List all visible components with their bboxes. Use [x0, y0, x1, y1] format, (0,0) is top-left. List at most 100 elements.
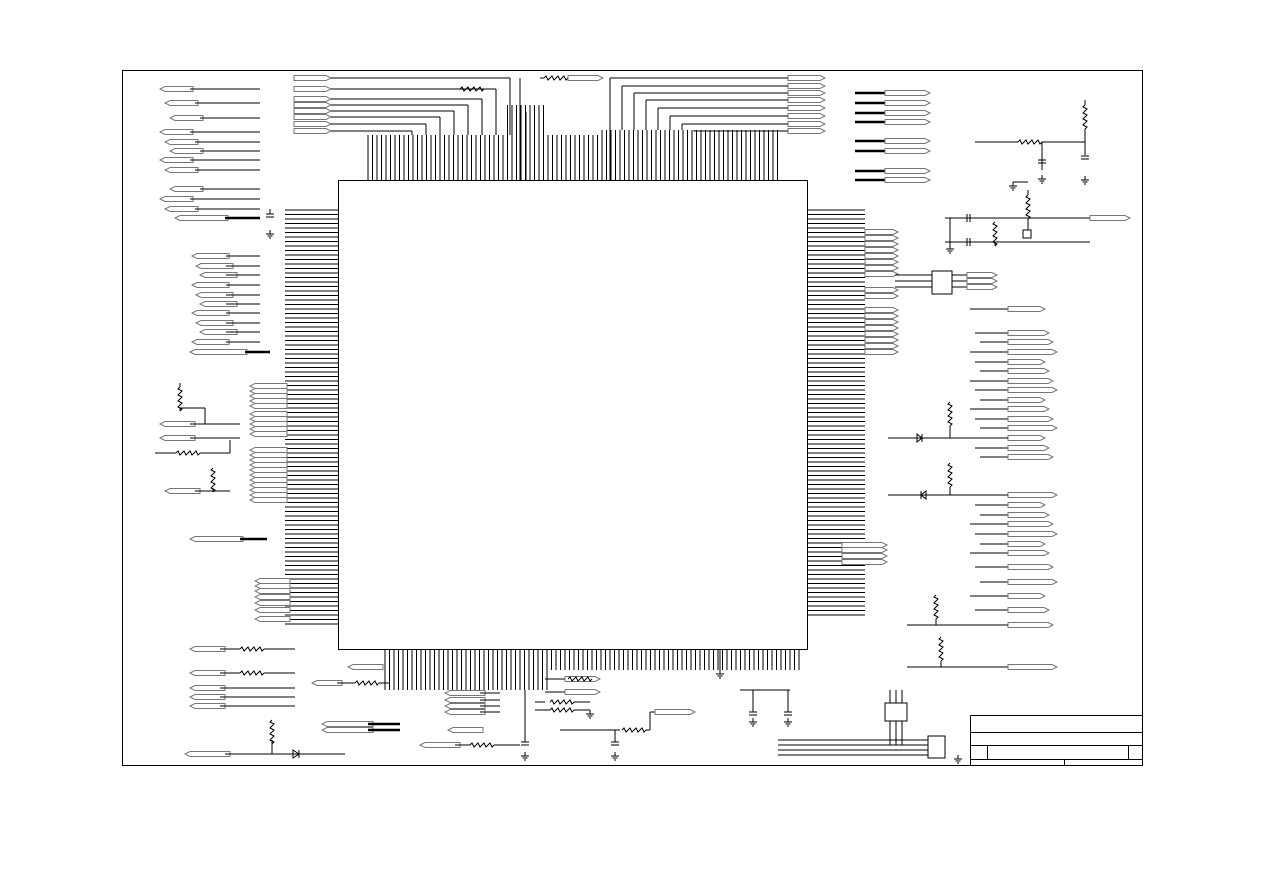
net-label-flag — [188, 670, 226, 676]
net-label-flag — [787, 121, 827, 127]
net-label-flag — [190, 310, 230, 316]
net-label-flag — [654, 709, 697, 715]
net-label-flag — [446, 727, 484, 733]
net-label-flag — [248, 431, 288, 437]
net-label-flag — [248, 398, 288, 404]
resistor — [933, 594, 939, 620]
resistor — [354, 680, 380, 686]
diode — [920, 489, 927, 501]
net-label-flag — [190, 282, 230, 288]
net-label-flag — [168, 186, 204, 192]
net-label-flag — [248, 472, 288, 478]
net-label-flag — [787, 113, 827, 119]
net-label-flag — [841, 553, 889, 559]
net-label-flag — [163, 139, 199, 145]
net-label-flag — [864, 235, 900, 241]
net-label-flag — [293, 75, 333, 81]
net-label-flag — [163, 167, 199, 173]
net-label-flag — [248, 411, 288, 417]
net-label-flag — [253, 600, 291, 606]
net-label-flag — [248, 452, 288, 458]
net-label-flag — [443, 690, 486, 696]
net-label-flag — [787, 75, 827, 81]
net-label-flag — [158, 196, 194, 202]
net-label-flag — [966, 278, 999, 284]
net-label-flag — [168, 148, 204, 154]
net-label-flag — [1007, 425, 1059, 431]
net-label-flag — [253, 616, 291, 622]
net-label-flag — [1007, 306, 1047, 312]
net-label-flag — [567, 75, 605, 81]
net-label-flag — [253, 588, 291, 594]
resistor — [1017, 139, 1043, 145]
net-label-flag — [1007, 397, 1047, 403]
diode — [916, 432, 923, 444]
net-label-flag — [884, 119, 932, 125]
resistor — [210, 467, 216, 493]
net-label-flag — [198, 301, 238, 307]
net-label-flag — [248, 492, 288, 498]
net-label-flag — [1089, 215, 1132, 221]
net-label-flag — [864, 343, 900, 349]
net-label-flag — [884, 110, 932, 116]
net-label-flag — [1007, 550, 1051, 556]
net-label-flag — [966, 284, 999, 290]
net-label-flag — [188, 703, 226, 709]
net-label-flag — [864, 253, 900, 259]
resistor — [567, 676, 593, 682]
sheet-border — [122, 70, 1143, 766]
net-label-flag — [1007, 339, 1055, 345]
net-label-flag — [248, 403, 288, 409]
net-label-flag — [248, 477, 288, 483]
net-label-flag — [188, 646, 226, 652]
net-label-flag — [787, 128, 827, 134]
net-label-flag — [864, 337, 900, 343]
net-label-flag — [168, 115, 204, 121]
net-label-flag — [1007, 593, 1047, 599]
net-label-flag — [1007, 416, 1055, 422]
net-label-flag — [194, 263, 234, 269]
net-label-flag — [884, 100, 932, 106]
net-label-flag — [564, 689, 602, 695]
net-label-flag — [248, 497, 288, 503]
net-label-flag — [293, 108, 333, 114]
net-label-flag — [864, 241, 900, 247]
net-label-flag — [443, 709, 486, 715]
net-label-flag — [293, 128, 333, 134]
net-label-flag — [864, 287, 900, 293]
resistor — [543, 75, 569, 81]
net-label-flag — [864, 293, 900, 299]
net-label-flag — [864, 325, 900, 331]
net-label-flag — [864, 313, 900, 319]
net-label-flag — [1007, 492, 1059, 498]
net-label-flag — [173, 215, 229, 221]
net-label-flag — [443, 703, 486, 709]
net-label-flag — [198, 272, 238, 278]
net-label-flag — [158, 129, 194, 135]
resistor-network — [931, 270, 953, 295]
net-label-flag — [884, 168, 932, 174]
net-label-flag — [248, 383, 288, 389]
net-label-flag — [248, 457, 288, 463]
net-label-flag — [1007, 512, 1051, 518]
resistor — [938, 636, 944, 662]
resistor — [1025, 194, 1031, 220]
resistor — [549, 707, 575, 713]
resistor — [175, 450, 201, 456]
net-label-flag — [841, 542, 889, 548]
resistor — [947, 401, 953, 427]
net-label-flag — [1007, 531, 1059, 537]
net-label-flag — [248, 426, 288, 432]
net-label-flag — [163, 100, 199, 106]
net-label-flag — [1007, 607, 1051, 613]
net-label-flag — [320, 721, 374, 727]
net-label-flag — [293, 96, 333, 102]
crystal — [1022, 229, 1032, 239]
net-label-flag — [158, 421, 196, 427]
net-label-flag — [248, 487, 288, 493]
net-label-flag — [1007, 445, 1051, 451]
net-label-flag — [188, 349, 248, 355]
net-label-flag — [248, 447, 288, 453]
net-label-flag — [163, 488, 201, 494]
net-label-flag — [864, 259, 900, 265]
